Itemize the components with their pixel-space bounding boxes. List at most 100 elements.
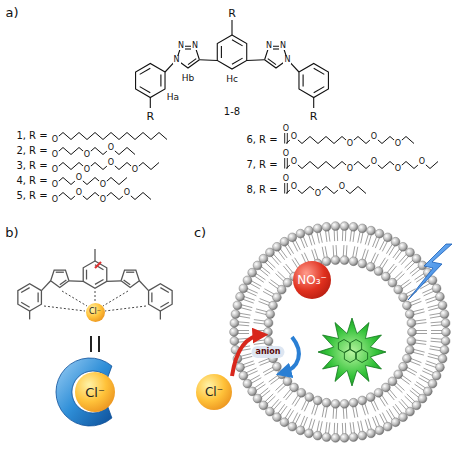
lipid-head bbox=[259, 401, 268, 410]
lipid-head bbox=[399, 362, 408, 371]
substituent-label: R bbox=[146, 111, 154, 122]
oxygen-atom: O bbox=[370, 133, 378, 141]
lipid-head bbox=[432, 284, 441, 293]
bond-line bbox=[188, 59, 196, 65]
oxygen-atom: O bbox=[418, 158, 426, 166]
vesicle-bilayer bbox=[230, 222, 451, 443]
lipid-head bbox=[438, 354, 447, 363]
lipid-head bbox=[440, 310, 449, 319]
ring bbox=[51, 270, 69, 287]
lipid-head bbox=[403, 301, 412, 310]
lipid-head bbox=[283, 377, 292, 386]
ion-label: Cl⁻ bbox=[85, 386, 105, 399]
compound-number: 8, R = bbox=[246, 185, 277, 195]
lipid-head bbox=[441, 337, 450, 346]
ring bbox=[356, 350, 367, 363]
compound-number: 3, R = bbox=[16, 161, 47, 171]
lipid-head bbox=[266, 248, 275, 257]
bond-line bbox=[287, 183, 288, 194]
lipid-head bbox=[436, 363, 445, 372]
lipid-head bbox=[349, 398, 358, 407]
bond-line bbox=[95, 262, 101, 268]
lipid-head bbox=[349, 433, 358, 442]
bond-line bbox=[124, 280, 131, 285]
lipid-head bbox=[438, 301, 447, 310]
lipid-head bbox=[331, 399, 340, 408]
bond-line bbox=[21, 288, 29, 293]
lipid-head bbox=[349, 222, 358, 231]
lipid-head bbox=[266, 407, 275, 416]
oxygen-atom: O bbox=[394, 165, 402, 173]
lipid-head bbox=[233, 301, 242, 310]
bond-line bbox=[314, 68, 325, 74]
bond-line bbox=[94, 249, 95, 261]
panel-label: c) bbox=[194, 226, 206, 239]
lipid-head bbox=[231, 310, 240, 319]
lipid-head bbox=[264, 337, 273, 346]
compound-number: 2, R = bbox=[16, 146, 47, 156]
lipid-head bbox=[340, 256, 349, 265]
lipid-head bbox=[259, 254, 268, 263]
lipid-head bbox=[243, 276, 252, 285]
lipid-head bbox=[297, 388, 306, 397]
compound-number: 4, R = bbox=[16, 176, 47, 186]
bond-line bbox=[313, 98, 314, 109]
lipid-head bbox=[381, 272, 390, 281]
atom-label: N bbox=[265, 42, 273, 50]
bond-line bbox=[150, 98, 151, 109]
lipid-head bbox=[399, 242, 408, 251]
oxygen-atom: O bbox=[123, 189, 131, 197]
lipid-head bbox=[418, 394, 427, 403]
receptor-structure bbox=[136, 20, 329, 108]
ring bbox=[149, 284, 173, 311]
bond-line bbox=[139, 281, 148, 291]
lipid-head bbox=[383, 233, 392, 242]
lipid-head bbox=[381, 383, 390, 392]
lipid-head bbox=[243, 379, 252, 388]
bond-line bbox=[231, 20, 232, 35]
lipid-head bbox=[288, 233, 297, 242]
lipid-head bbox=[412, 254, 421, 263]
compound-number: 5, R = bbox=[16, 191, 47, 201]
lipid-head bbox=[269, 301, 278, 310]
lipid-head bbox=[264, 328, 273, 337]
bond-line bbox=[95, 279, 103, 284]
lipid-head bbox=[367, 226, 376, 235]
oxygen-atom: O bbox=[51, 136, 59, 144]
oxygen-atom: O bbox=[99, 181, 107, 189]
lipid-head bbox=[280, 418, 289, 427]
oxygen-atom: O bbox=[75, 189, 83, 197]
alkyl-chain bbox=[55, 178, 127, 185]
lipid-head bbox=[349, 257, 358, 266]
atom-label: N bbox=[177, 42, 185, 50]
lipid-head bbox=[391, 237, 400, 246]
lipid-head bbox=[440, 346, 449, 355]
bond-line bbox=[140, 68, 151, 74]
substituent-label: R bbox=[310, 111, 318, 122]
lipid-head bbox=[296, 229, 305, 238]
ring bbox=[121, 270, 139, 287]
alkyl-chain bbox=[286, 162, 438, 169]
bond-line bbox=[29, 311, 30, 319]
bond-line bbox=[160, 302, 168, 307]
oxygen-atom: O bbox=[346, 165, 354, 173]
lipid-head bbox=[442, 328, 451, 337]
oxygen-atom: O bbox=[107, 159, 115, 167]
bond-line bbox=[107, 280, 121, 282]
lipid-head bbox=[313, 396, 322, 405]
bond-line bbox=[247, 59, 265, 61]
lipid-head bbox=[305, 226, 314, 235]
ring bbox=[344, 350, 355, 363]
lipid-head bbox=[405, 310, 414, 319]
lipid-head bbox=[331, 222, 340, 231]
equivalence-sign bbox=[91, 336, 99, 352]
bond-line bbox=[314, 87, 325, 93]
lipid-head bbox=[283, 278, 292, 287]
lipid-head bbox=[375, 229, 384, 238]
compound-number: 1, R = bbox=[16, 131, 47, 141]
nitrate-ion: NO₃⁻ bbox=[293, 261, 331, 299]
alkyl-chain bbox=[55, 148, 135, 155]
bond-line bbox=[95, 291, 96, 302]
oxygen-atom: O bbox=[314, 190, 322, 198]
